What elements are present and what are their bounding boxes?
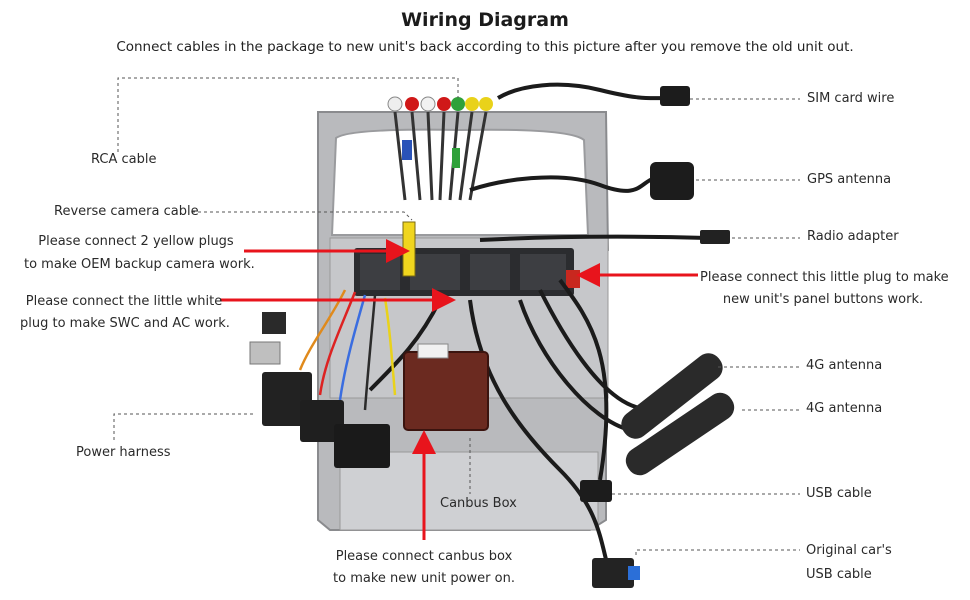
label-canbus-note-line1: Please connect canbus box (335, 549, 513, 564)
original-usb-connector (592, 558, 634, 588)
label-original-usb-line1: Original car's (806, 543, 892, 558)
head-unit-chassis (317, 111, 610, 531)
label-rca-cable: RCA cable (91, 152, 157, 167)
label-canbus-box: Canbus Box (440, 496, 517, 511)
yellow-camera-plug (402, 221, 416, 277)
power-harness-connectors (249, 312, 390, 468)
label-yellow-plugs-line2: to make OEM backup camera work. (24, 257, 255, 272)
red-arrows (220, 239, 698, 540)
label-panel-plug-line1: Please connect this little plug to make (700, 270, 949, 285)
antenna-4g-one (621, 353, 723, 439)
label-original-usb-line2: USB cable (806, 567, 872, 582)
label-sim-card-wire: SIM card wire (807, 91, 895, 106)
diagram-subtitle: Connect cables in the package to new uni… (116, 39, 854, 55)
original-usb-blue-tip (628, 566, 640, 580)
label-white-plug-line2: plug to make SWC and AC work. (20, 316, 230, 331)
label-panel-plug-line2: new unit's panel buttons work. (722, 292, 924, 307)
label-white-plug-line1: Please connect the little white (25, 294, 223, 309)
sim-box (660, 86, 690, 106)
label-4g-antenna-one: 4G antenna (806, 358, 883, 373)
label-usb-cable: USB cable (806, 486, 872, 501)
radio-adapter-plug (700, 230, 730, 244)
rca-plugs (387, 96, 493, 201)
label-power-harness: Power harness (76, 445, 171, 460)
gps-puck (650, 162, 694, 200)
label-radio-adapter: Radio adapter (807, 229, 899, 244)
label-reverse-camera-cable: Reverse camera cable (54, 204, 199, 219)
leader-lines (113, 77, 800, 555)
usb-plug (580, 480, 612, 502)
canbus-box (403, 343, 489, 431)
label-yellow-plugs-line1: Please connect 2 yellow plugs (38, 234, 234, 249)
cable-bundle (368, 82, 709, 576)
antenna-4g-two (625, 392, 735, 476)
label-4g-antenna-two: 4G antenna (806, 401, 883, 416)
diagram-title: Wiring Diagram (401, 9, 569, 31)
label-gps-antenna: GPS antenna (807, 172, 892, 187)
label-canbus-note-line2: to make new unit power on. (333, 571, 515, 586)
